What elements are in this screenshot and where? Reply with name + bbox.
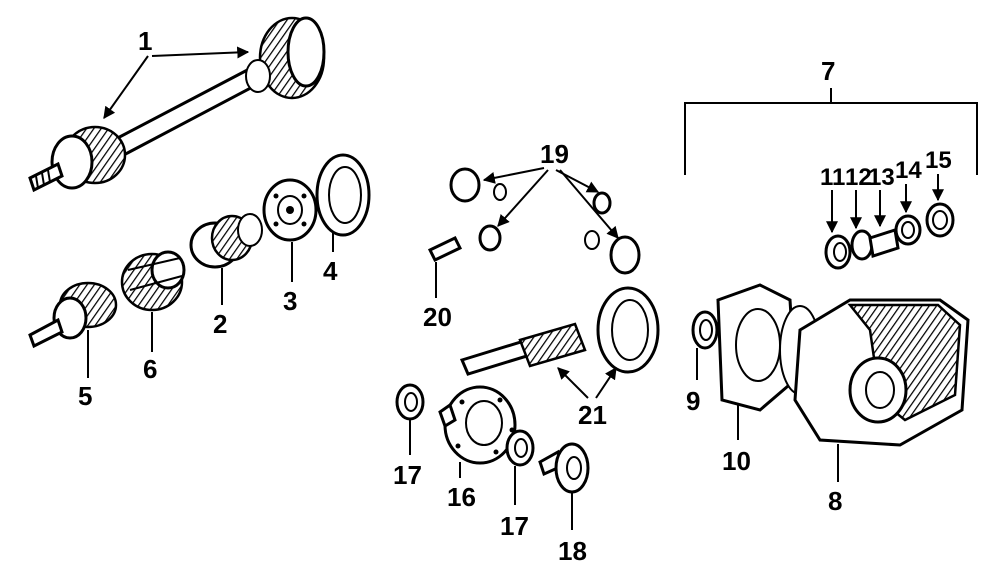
callout-5: 5 [78, 330, 92, 411]
callout-3: 3 [283, 242, 297, 316]
bearing-part-17-left [395, 383, 425, 421]
callout-4: 4 [323, 232, 338, 286]
seal-part-9 [691, 310, 719, 350]
pin-part-20 [427, 236, 463, 262]
callout-12: 12 [845, 164, 872, 230]
label-17-right: 17 [500, 511, 529, 541]
label-3: 3 [283, 286, 297, 316]
callout-17-right: 17 [500, 466, 529, 541]
output-flange-part-18 [538, 442, 590, 494]
callout-14: 14 [895, 157, 922, 214]
label-20: 20 [423, 302, 452, 332]
flange-part-3 [262, 178, 318, 242]
callout-6: 6 [143, 312, 157, 384]
callout-9: 9 [686, 348, 700, 416]
label-5: 5 [78, 381, 92, 411]
callout-8: 8 [828, 444, 842, 516]
label-4: 4 [323, 256, 338, 286]
label-16: 16 [447, 482, 476, 512]
callout-11: 11 [820, 164, 845, 234]
label-21: 21 [578, 400, 607, 430]
label-15: 15 [925, 147, 952, 174]
callout-15: 15 [925, 147, 952, 202]
callout-7-bracket: 7 [684, 56, 978, 175]
bearing-stack-parts-11-15 [824, 202, 955, 270]
cv-joint-part-5 [28, 281, 118, 349]
label-13: 13 [868, 164, 895, 191]
callout-20: 20 [423, 262, 452, 332]
label-10: 10 [722, 446, 751, 476]
gasket-part-4 [315, 153, 371, 237]
carrier-case-part-16 [438, 385, 517, 465]
callout-21: 21 [557, 367, 617, 430]
axle-shaft-part-1 [28, 16, 326, 193]
callout-1: 1 [103, 26, 250, 119]
label-9: 9 [686, 386, 700, 416]
label-6: 6 [143, 354, 157, 384]
label-17-left: 17 [393, 460, 422, 490]
label-14: 14 [895, 157, 922, 184]
label-19: 19 [540, 139, 569, 169]
callout-13: 13 [868, 164, 895, 228]
callout-10: 10 [722, 405, 751, 476]
label-8: 8 [828, 486, 842, 516]
callout-2: 2 [213, 268, 227, 339]
boot-part-6 [120, 250, 186, 312]
cv-joint-part-2 [189, 213, 263, 269]
label-12: 12 [845, 164, 872, 191]
label-18: 18 [558, 536, 587, 566]
spider-gear-set-part-19 [449, 167, 641, 275]
label-1: 1 [138, 26, 152, 56]
callout-19: 19 [482, 139, 619, 239]
bearing-part-17-right [505, 429, 535, 467]
callout-17-left: 17 [393, 420, 422, 490]
callout-18: 18 [558, 492, 587, 566]
label-7: 7 [821, 56, 835, 86]
housing-part-8 [793, 298, 970, 447]
ring-pinion-part-21 [459, 286, 660, 376]
label-11: 11 [820, 164, 845, 191]
callout-16: 16 [447, 462, 476, 512]
label-2: 2 [213, 309, 227, 339]
